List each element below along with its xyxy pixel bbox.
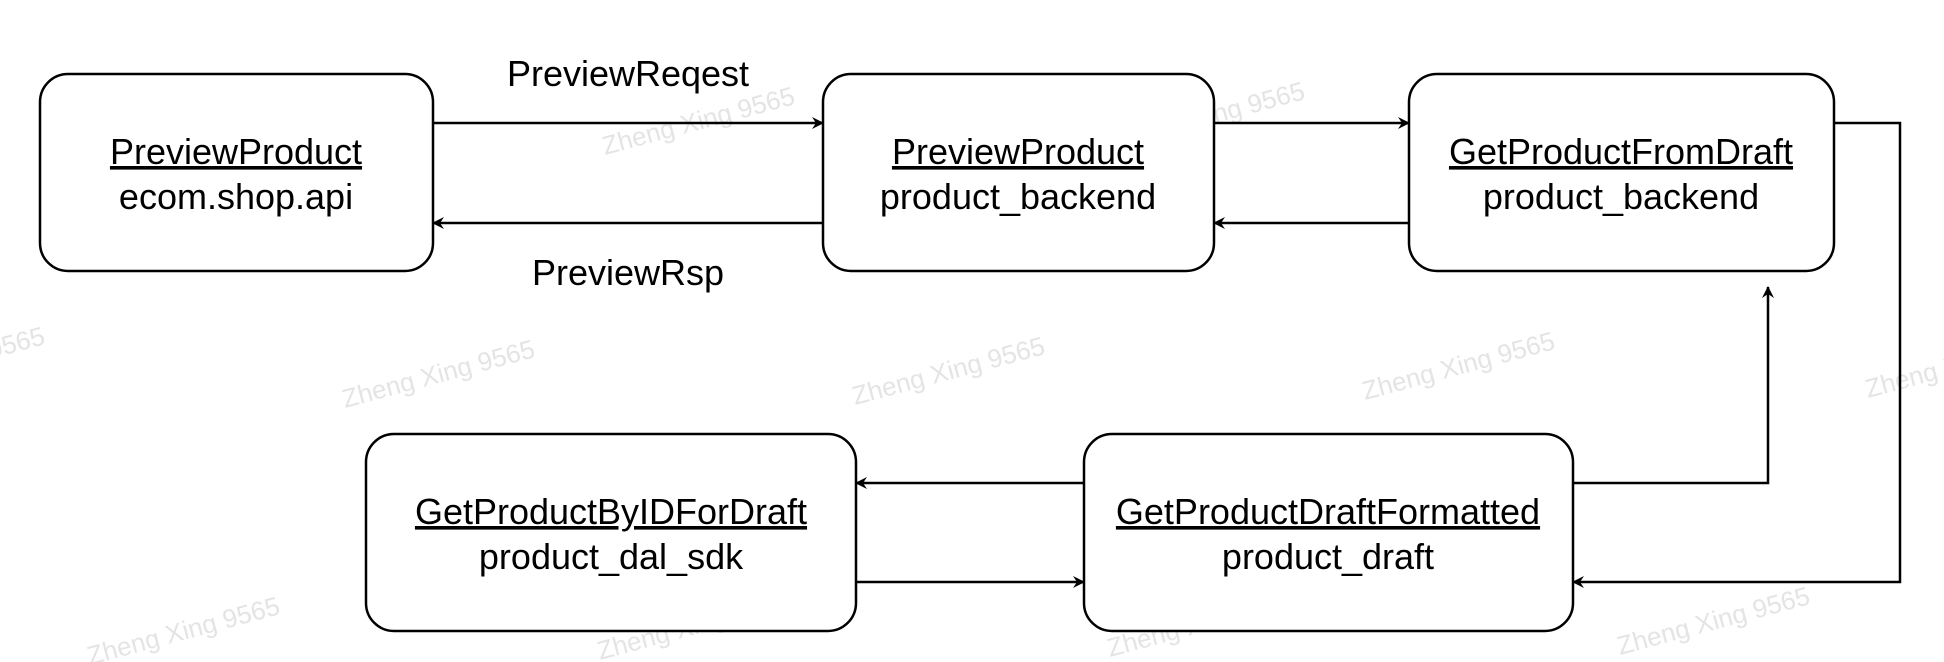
edge-label-request: PreviewReqest bbox=[507, 53, 749, 94]
connectors bbox=[432, 117, 1902, 588]
watermark: Zheng Xing 9565 bbox=[1359, 326, 1558, 406]
node-get-from-draft: GetProductFromDraft product_backend bbox=[1407, 72, 1836, 273]
node-get-by-id: GetProductByIDForDraft product_dal_sdk bbox=[364, 432, 858, 633]
edge-formatted-to-fromdraft bbox=[1573, 286, 1774, 485]
node-title: PreviewProduct bbox=[110, 131, 362, 172]
node-service: product_backend bbox=[1483, 176, 1759, 217]
node-box bbox=[821, 72, 1216, 273]
node-box bbox=[1407, 72, 1836, 273]
watermark: Zheng Xing 9565 bbox=[0, 321, 48, 401]
node-title: PreviewProduct bbox=[892, 131, 1144, 172]
watermark: Zheng Xing 9565 bbox=[1862, 324, 1944, 404]
node-get-draft-formatted: GetProductDraftFormatted product_draft bbox=[1082, 432, 1575, 633]
watermark: Zheng Xing 9565 bbox=[339, 334, 538, 414]
node-service: product_backend bbox=[880, 176, 1156, 217]
watermark: Zheng Xing 9565 bbox=[1614, 581, 1813, 661]
node-box bbox=[1082, 432, 1575, 633]
node-service: ecom.shop.api bbox=[119, 176, 353, 217]
watermark: Zheng Xing 9565 bbox=[84, 591, 283, 662]
node-preview-backend: PreviewProduct product_backend bbox=[821, 72, 1216, 273]
node-preview-api: PreviewProduct ecom.shop.api bbox=[38, 72, 435, 273]
node-service: product_draft bbox=[1222, 536, 1434, 577]
node-box bbox=[38, 72, 435, 273]
node-title: GetProductByIDForDraft bbox=[415, 491, 807, 532]
node-box bbox=[364, 432, 858, 633]
watermark: Zheng Xing 9565 bbox=[849, 331, 1048, 411]
node-service: product_dal_sdk bbox=[479, 536, 744, 577]
node-title: GetProductFromDraft bbox=[1449, 131, 1793, 172]
edge-label-response: PreviewRsp bbox=[532, 252, 724, 293]
edge-fromdraft-to-formatted bbox=[1572, 121, 1902, 588]
node-title: GetProductDraftFormatted bbox=[1116, 491, 1540, 532]
